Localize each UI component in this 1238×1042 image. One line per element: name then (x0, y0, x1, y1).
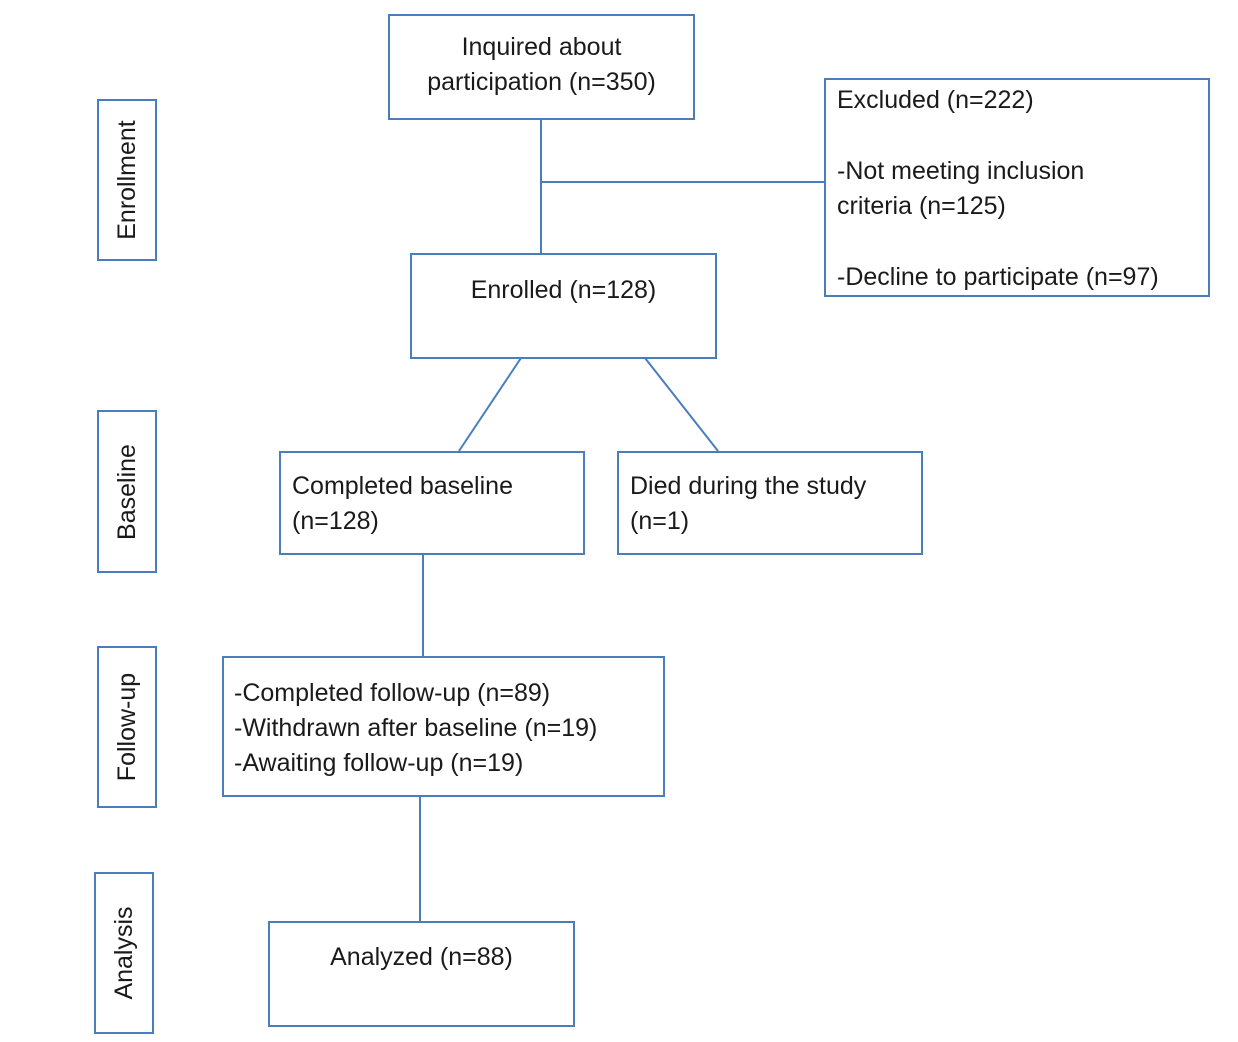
completed-baseline-line-2: (n=128) (292, 507, 379, 535)
excluded-gap-1 (837, 118, 1208, 154)
excluded-gap-2 (837, 224, 1208, 260)
stage-analysis-label: Analysis (110, 906, 138, 1000)
excluded-reason-1-line-2: criteria (n=125) (837, 192, 1006, 220)
follow-up-item-awaiting: -Awaiting follow-up (n=19) (234, 749, 524, 777)
connector-enrolled-to-baseline (458, 357, 522, 452)
died-line-2: (n=1) (630, 507, 690, 535)
stage-follow-up: Follow-up (97, 646, 157, 808)
excluded-reason-2: -Decline to participate (n=97) (837, 263, 1159, 291)
excluded-box: Excluded (n=222) -Not meeting inclusion … (824, 78, 1210, 297)
follow-up-item-withdrawn: -Withdrawn after baseline (n=19) (234, 714, 598, 742)
completed-baseline-line-1: Completed baseline (292, 472, 513, 500)
died-line-1: Died during the study (630, 472, 867, 500)
completed-baseline-box: Completed baseline (n=128) (279, 451, 585, 555)
analyzed-label: Analyzed (n=88) (330, 943, 513, 971)
follow-up-box: -Completed follow-up (n=89) -Withdrawn a… (222, 656, 665, 797)
enrolled-label: Enrolled (n=128) (470, 276, 657, 304)
inquired-line-1: Inquired about (461, 33, 622, 61)
excluded-title: Excluded (n=222) (837, 86, 1034, 114)
excluded-reason-1-line-1: -Not meeting inclusion (837, 157, 1085, 185)
stage-analysis: Analysis (94, 872, 154, 1034)
stage-enrollment: Enrollment (97, 99, 157, 261)
inquired-box: Inquired about participation (n=350) (388, 14, 695, 120)
died-box: Died during the study (n=1) (617, 451, 923, 555)
inquired-line-2: participation (n=350) (427, 68, 656, 96)
connector-enrolled-to-died (644, 357, 719, 452)
stage-enrollment-label: Enrollment (113, 120, 141, 240)
follow-up-item-completed: -Completed follow-up (n=89) (234, 679, 551, 707)
stage-baseline-label: Baseline (113, 443, 141, 540)
analyzed-box: Analyzed (n=88) (268, 921, 575, 1027)
enrolled-box: Enrolled (n=128) (410, 253, 717, 359)
stage-follow-up-label: Follow-up (113, 672, 141, 782)
stage-baseline: Baseline (97, 410, 157, 573)
